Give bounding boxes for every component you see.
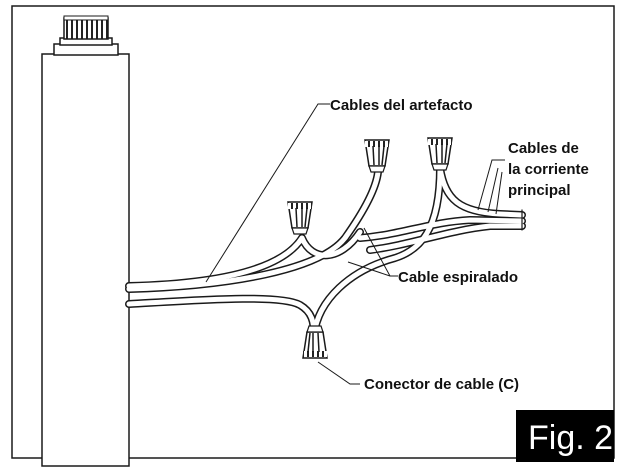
- label-twisted-wire: Cable espiralado: [398, 269, 518, 286]
- figure-frame: [11, 5, 615, 459]
- wire-nut-icon: [427, 137, 453, 171]
- label-supply-wires-1: Cables de: [508, 140, 579, 157]
- label-supply-wires-3: principal: [508, 182, 571, 199]
- label-fixture-wires: Cables del artefacto: [330, 97, 473, 114]
- figure-badge-text: Fig. 2: [528, 419, 613, 457]
- wire-nut-icon: [302, 325, 328, 359]
- figure-badge: Fig. 2: [516, 410, 614, 462]
- wire-nut-icon: [364, 139, 390, 173]
- leader-lines: [205, 103, 505, 385]
- canopy-nut-icon: [53, 15, 119, 56]
- wire-bundle: [125, 164, 526, 339]
- label-wire-connector: Conector de cable (C): [364, 376, 519, 393]
- wire-nut-icon: [287, 201, 313, 235]
- label-supply-wires-2: la corriente: [508, 161, 589, 178]
- fixture-canopy: [41, 53, 130, 467]
